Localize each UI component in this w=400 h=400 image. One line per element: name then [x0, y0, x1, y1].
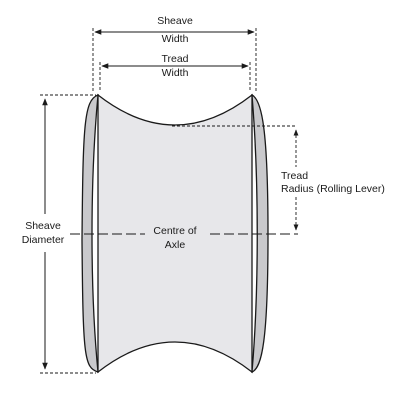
tread-width-dimension: [99, 62, 251, 92]
tread-width-label-line2: Width: [162, 67, 189, 79]
tread-radius-dimension: [172, 125, 299, 231]
sheave-diameter-label-line2: Diameter: [22, 234, 65, 246]
sheave-width-label-line2: Width: [162, 33, 189, 45]
centre-axle-label-line1: Centre of: [153, 225, 196, 237]
sheave-diameter-dimension: [40, 94, 96, 374]
tread-width-label-line1: Tread: [161, 53, 188, 65]
tread-radius-label-line2: Radius (Rolling Lever): [281, 183, 385, 195]
tread-radius-label-line1: Tread: [281, 170, 308, 182]
sheave-diameter-label-line1: Sheave: [25, 220, 61, 232]
centre-axle-label-backdrop: [145, 224, 207, 252]
sheave-width-label-line1: Sheave: [157, 15, 193, 27]
centre-axle-label-line2: Axle: [165, 239, 186, 251]
sheave-width-dimension: [92, 28, 257, 93]
